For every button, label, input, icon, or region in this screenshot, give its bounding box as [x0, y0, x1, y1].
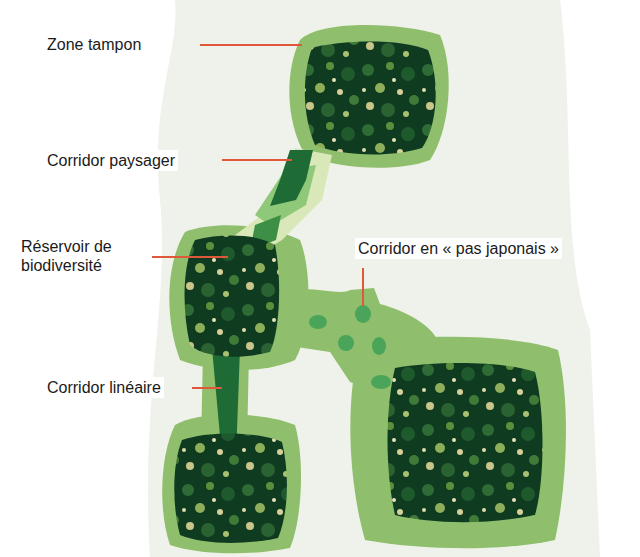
- landscape-corridor: [270, 150, 313, 206]
- callout-label: Corridor linéaire: [44, 377, 164, 398]
- buffer-zone: [169, 225, 308, 370]
- callout-label: Réservoir de biodiversité: [18, 236, 148, 276]
- stepping-stone: [338, 335, 354, 351]
- leader-line: [152, 256, 228, 258]
- buffer-zone: [350, 337, 566, 548]
- biodiversity-reservoir: [305, 42, 436, 155]
- stepping-stone: [309, 315, 327, 329]
- stepping-stone: [372, 337, 386, 355]
- callout-label: Corridor paysager: [44, 150, 178, 171]
- leader-line: [192, 387, 222, 389]
- biodiversity-reservoir: [185, 235, 280, 356]
- leader-line: [200, 44, 302, 46]
- leader-line: [362, 268, 364, 306]
- leader-line: [222, 159, 292, 161]
- background-land: [148, 0, 600, 557]
- buffer-zone: [162, 414, 301, 553]
- biodiversity-reservoir: [388, 363, 543, 522]
- stepping-stone: [371, 375, 391, 389]
- buffer-zone: [289, 25, 448, 168]
- biodiversity-reservoir: [174, 433, 287, 542]
- stepping-stone: [355, 305, 371, 323]
- callout-label: Corridor en « pas japonais »: [355, 238, 562, 259]
- callout-label: Zone tampon: [44, 34, 144, 55]
